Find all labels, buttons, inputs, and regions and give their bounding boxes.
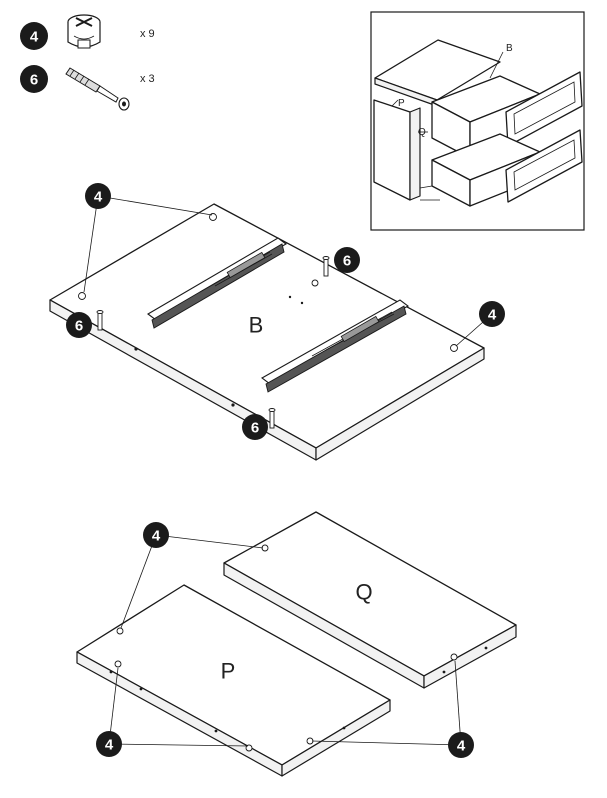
panel-b: B [49,203,485,461]
panel-q: Q [223,511,517,689]
panel-p: P [76,584,391,777]
part-quantity-6: x 3 [140,73,155,85]
callout-4: 4 [85,183,111,209]
parts-list: 4 x 9 6 x 3 [20,14,155,111]
callout-4: 4 [479,301,505,327]
callout-leaders-pq [108,534,462,747]
part-badge-4: 4 [20,22,48,50]
panel-label-q: Q [355,580,372,605]
assembly-inset: B P Q [370,11,585,231]
callout-6: 6 [242,414,268,440]
cam-hole [450,344,458,352]
svg-text:6: 6 [30,72,38,89]
svg-text:4: 4 [488,307,497,324]
svg-text:4: 4 [105,737,114,754]
panel-label-p: P [221,659,236,684]
dowel-bolt [96,310,104,331]
cam-hole [78,292,86,300]
cam-hole [245,744,253,752]
drawer-slide [147,237,287,329]
cam-hole [114,660,122,668]
callout-6: 6 [66,312,92,338]
cam-lock-icon [67,14,101,49]
cam-hole [450,653,458,661]
callout-4: 4 [96,731,122,757]
svg-text:4: 4 [457,738,466,755]
cam-hole [116,627,124,635]
svg-text:6: 6 [251,420,259,437]
dowel-hole [311,279,319,287]
inset-label-q: Q [418,127,426,138]
callout-4: 4 [143,522,169,548]
part-quantity-4: x 9 [140,28,155,40]
svg-text:4: 4 [30,29,39,46]
inset-label-p: P [398,98,405,109]
svg-text:4: 4 [152,528,161,545]
svg-text:6: 6 [75,318,83,335]
drawer-slide [260,299,410,393]
part-badge-6: 6 [20,65,48,93]
panel-label-b: B [249,313,264,338]
svg-text:6: 6 [343,253,351,270]
inset-label-b: B [506,43,513,54]
dowel-bolt [322,256,330,277]
dowel-bolt-icon [65,67,130,111]
svg-text:4: 4 [94,189,103,206]
callout-6: 6 [334,247,360,273]
dowel-bolt [268,408,276,429]
callout-4: 4 [448,732,474,758]
